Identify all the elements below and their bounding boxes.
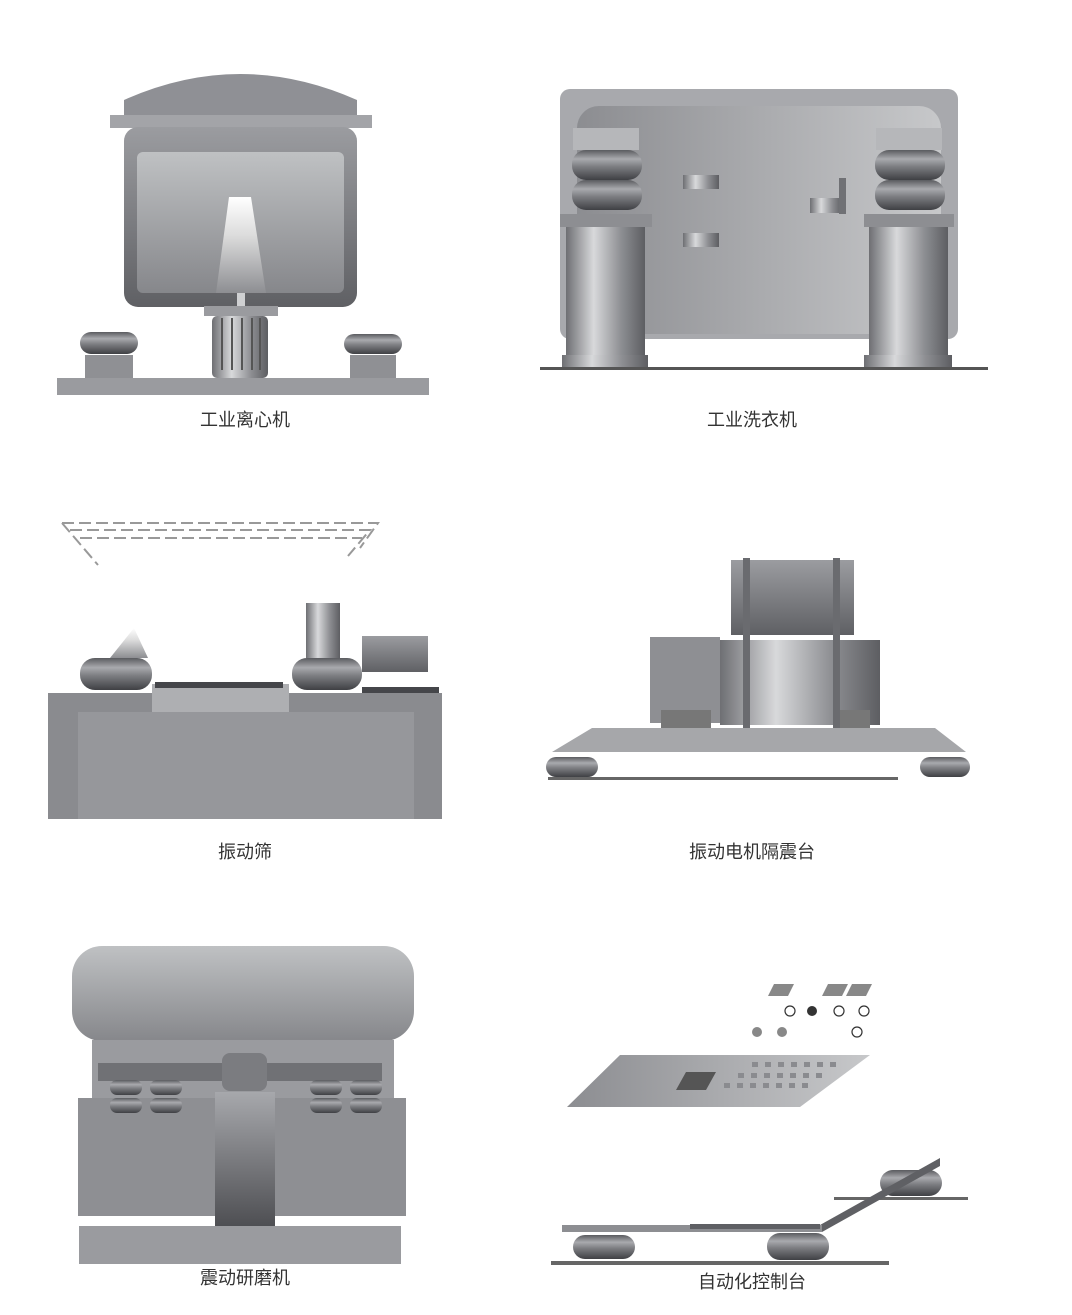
console-drawing <box>551 984 968 1265</box>
sieve-drawing <box>48 522 442 819</box>
mill-drawing <box>72 946 414 1264</box>
caption-console: 自动化控制台 <box>698 1272 806 1293</box>
caption-sieve: 振动筛 <box>218 842 272 863</box>
caption-washer: 工业洗衣机 <box>707 410 797 431</box>
washer-drawing <box>540 89 988 370</box>
caption-centrifuge: 工业离心机 <box>200 410 290 431</box>
centrifuge-drawing <box>57 74 429 395</box>
caption-mill: 震动研磨机 <box>200 1268 290 1289</box>
motor-table-drawing <box>546 558 970 780</box>
caption-motor-table: 振动电机隔震台 <box>689 842 815 863</box>
